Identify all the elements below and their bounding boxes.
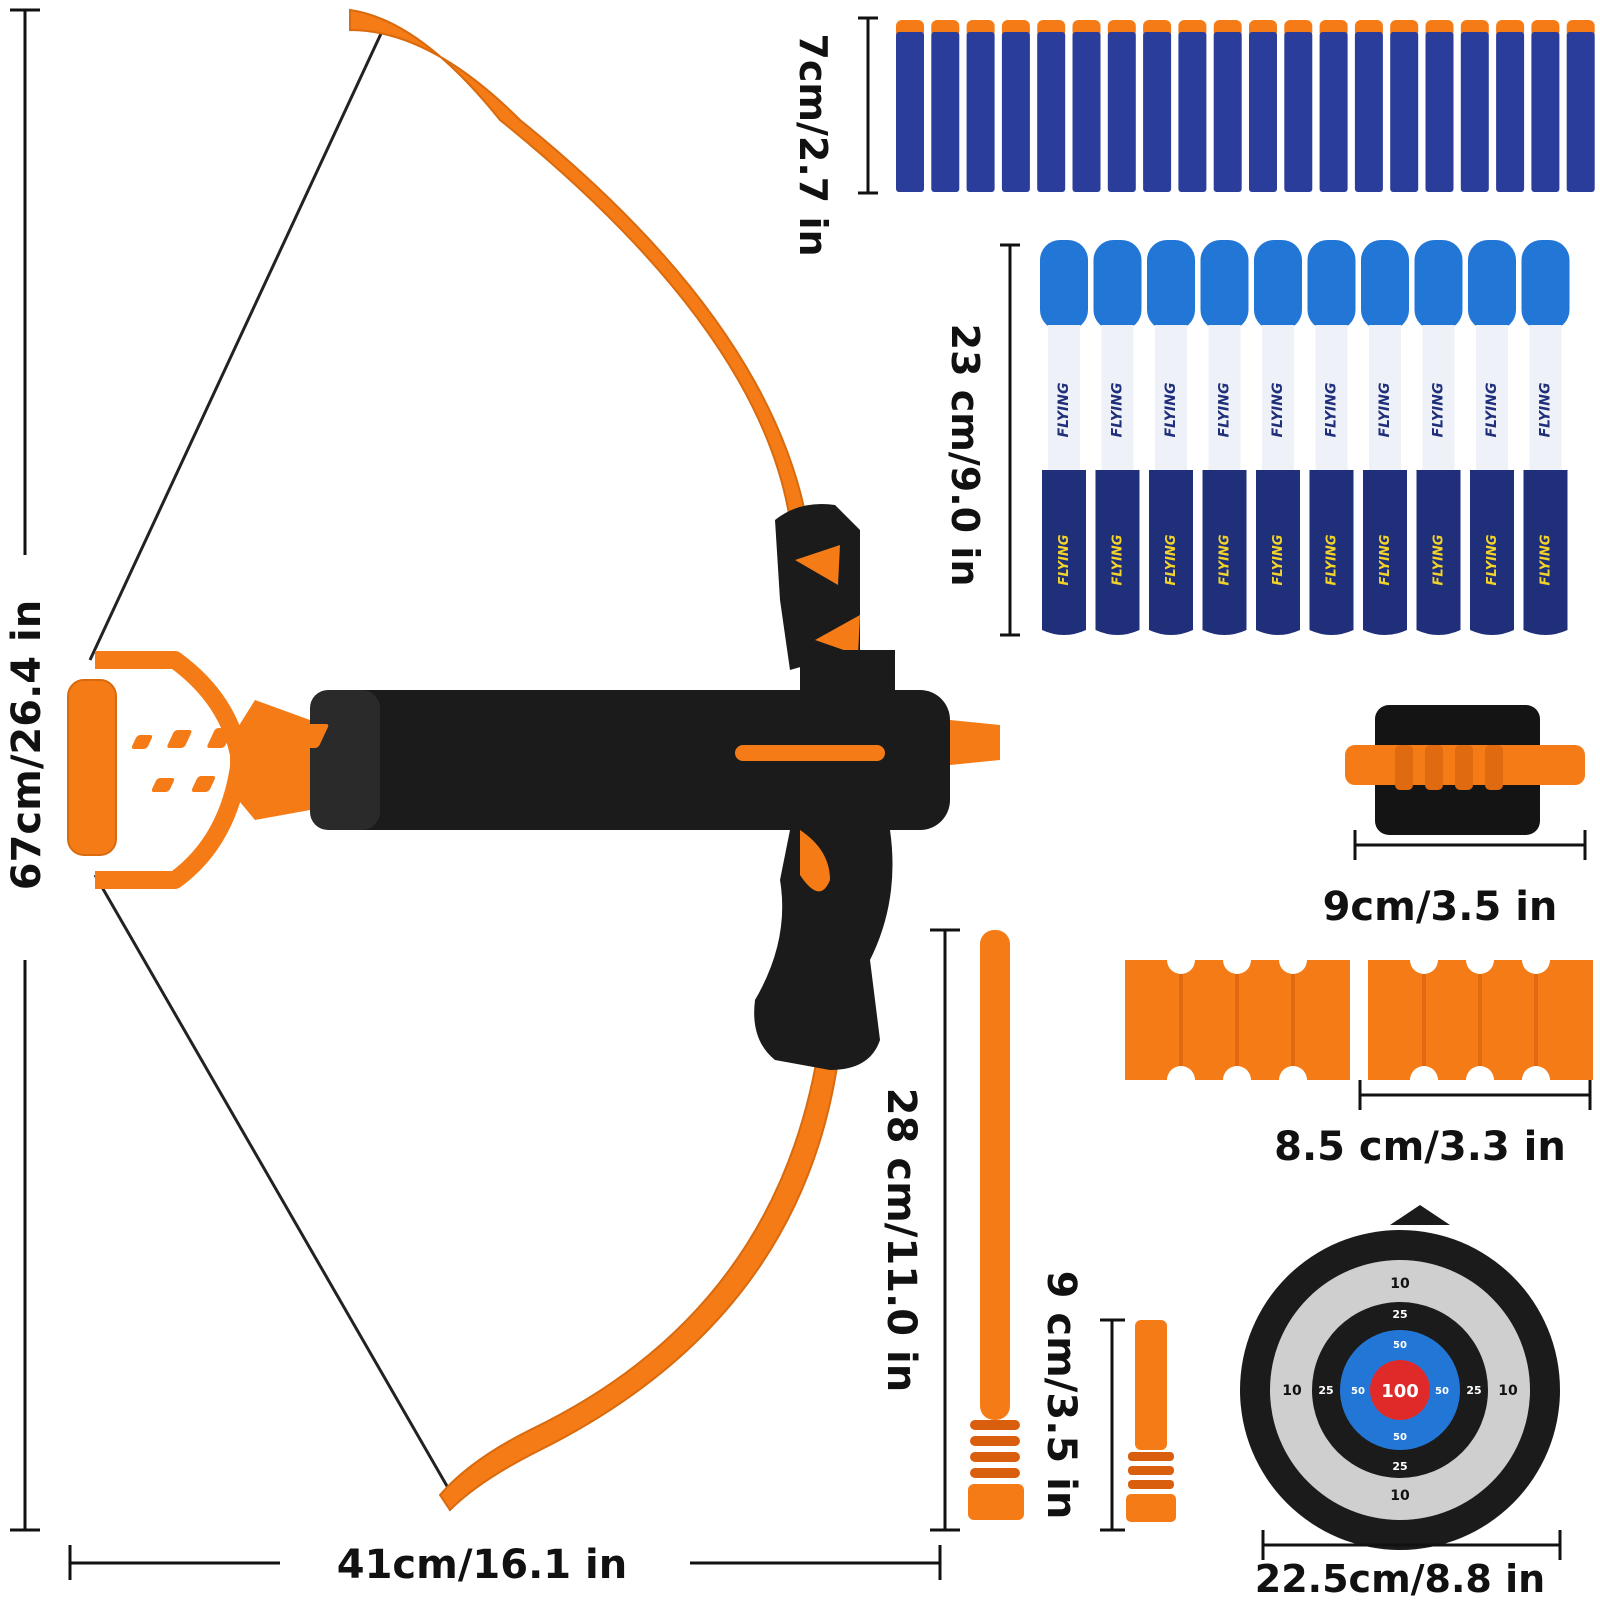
foam-darts-row — [896, 20, 1595, 192]
foam-dart — [931, 20, 960, 192]
bow-lower-limb — [438, 1037, 840, 1512]
foam-arrow: FLYING FLYING — [1254, 240, 1302, 635]
arrow-print-text: FLYING — [1431, 383, 1447, 438]
dart-holder — [1368, 960, 1593, 1080]
arrow-fin-print-text: FLYING — [1485, 534, 1500, 585]
foam-dart — [1390, 20, 1419, 192]
foam-arrow: FLYING FLYING — [1040, 240, 1088, 635]
arrow-fin-print-text: FLYING — [1111, 534, 1126, 585]
target-label-25-top: 25 — [1392, 1308, 1407, 1321]
arrow-fin-print-text: FLYING — [1218, 534, 1233, 585]
dart-holder — [1125, 960, 1350, 1080]
dimension-lines — [10, 8, 1592, 1580]
foam-arrow: FLYING FLYING — [1093, 240, 1142, 635]
foam-dart — [966, 20, 995, 192]
target-label-25-bottom: 25 — [1392, 1460, 1407, 1473]
target-label-100: 100 — [1381, 1381, 1419, 1402]
arrow-print-text: FLYING — [1110, 383, 1126, 438]
foam-dart — [1072, 20, 1101, 192]
target-label-10-right: 10 — [1498, 1383, 1518, 1399]
target-label-10-left: 10 — [1282, 1383, 1302, 1399]
foam-dart — [1213, 20, 1242, 192]
pistol-grip — [754, 830, 893, 1070]
foam-dart — [1178, 20, 1207, 192]
pull-handle — [95, 651, 249, 889]
wristband — [1345, 705, 1585, 835]
foam-arrow: FLYING FLYING — [1361, 240, 1409, 635]
arrow-print-text: FLYING — [1217, 383, 1233, 438]
holder-width-label: 8.5 cm/3.3 in — [1274, 1124, 1566, 1170]
arrow-fin-print-text: FLYING — [1432, 534, 1447, 585]
arrow-fin-print-text: FLYING — [1378, 534, 1393, 585]
foam-dart — [1284, 20, 1313, 192]
foam-dart — [1001, 20, 1030, 192]
foam-dart — [1496, 20, 1525, 192]
long-stick-length-label: 28 cm/11.0 in — [878, 1088, 924, 1392]
target-label-25-left: 25 — [1318, 1384, 1333, 1397]
arrow-fin-print-text: FLYING — [1325, 534, 1340, 585]
arrow-print-text: FLYING — [1484, 383, 1500, 438]
foam-arrow: FLYING FLYING — [1521, 240, 1570, 635]
target-label-25-right: 25 — [1466, 1384, 1481, 1397]
arrow-length-label: 23 cm/9.0 in — [943, 324, 987, 587]
foam-dart — [1460, 20, 1489, 192]
target: 10 10 10 10 25 25 25 25 50 50 50 50 100 — [1240, 1205, 1560, 1550]
target-label-10-bottom: 10 — [1390, 1488, 1410, 1504]
foam-dart — [1249, 20, 1277, 192]
foam-arrow: FLYING FLYING — [1147, 240, 1195, 635]
foam-dart — [1354, 20, 1383, 192]
bow-string — [88, 24, 457, 1501]
arrow-print-text: FLYING — [1056, 383, 1072, 438]
arrow-print-text: FLYING — [1270, 383, 1286, 438]
foam-dart — [1566, 20, 1595, 192]
arrow-fin-print-text: FLYING — [1164, 534, 1179, 585]
foam-dart — [1425, 20, 1454, 192]
target-label-50-bottom: 50 — [1393, 1432, 1407, 1443]
target-label-10-top: 10 — [1390, 1276, 1410, 1292]
bow-height-label: 67cm/26.4 in — [4, 600, 50, 890]
long-stick — [968, 930, 1024, 1520]
foam-dart — [1037, 20, 1066, 192]
foam-dart-length-label: 7cm/2.7 in — [791, 33, 835, 256]
foam-dart — [896, 20, 924, 192]
dart-holders — [1125, 960, 1593, 1080]
bow — [67, 8, 1000, 1512]
foam-arrow: FLYING FLYING — [1414, 240, 1463, 635]
foam-dart — [1107, 20, 1136, 192]
arrow-print-text: FLYING — [1377, 383, 1393, 438]
arrow-print-text: FLYING — [1324, 383, 1340, 438]
target-diameter-label: 22.5cm/8.8 in — [1255, 1557, 1545, 1600]
bow-barrel — [310, 690, 950, 830]
target-label-50-right: 50 — [1435, 1386, 1449, 1397]
arrow-print-text: FLYING — [1538, 383, 1554, 438]
wristband-width-label: 9cm/3.5 in — [1323, 884, 1558, 930]
short-stick — [1126, 1320, 1176, 1522]
foam-dart — [1143, 20, 1172, 192]
foam-arrow: FLYING FLYING — [1200, 240, 1249, 635]
arrow-print-text: FLYING — [1163, 383, 1179, 438]
foam-arrow: FLYING FLYING — [1468, 240, 1516, 635]
target-label-50-left: 50 — [1351, 1386, 1365, 1397]
foam-dart — [1531, 20, 1560, 192]
bow-upper-limb — [349, 8, 812, 543]
arrow-fin-print-text: FLYING — [1539, 534, 1554, 585]
bow-nozzle — [950, 720, 1000, 765]
target-label-50-top: 50 — [1393, 1340, 1407, 1351]
arrow-fin-print-text: FLYING — [1271, 534, 1286, 585]
foam-arrow: FLYING FLYING — [1307, 240, 1356, 635]
bow-width-label: 41cm/16.1 in — [337, 1542, 627, 1588]
arrow-fin-print-text: FLYING — [1057, 534, 1072, 585]
foam-dart — [1319, 20, 1348, 192]
short-stick-length-label: 9 cm/3.5 in — [1038, 1271, 1084, 1520]
arrows-row: FLYINGFLYINGFLYINGFLYINGFLYINGFLYINGFLYI… — [1040, 240, 1570, 635]
